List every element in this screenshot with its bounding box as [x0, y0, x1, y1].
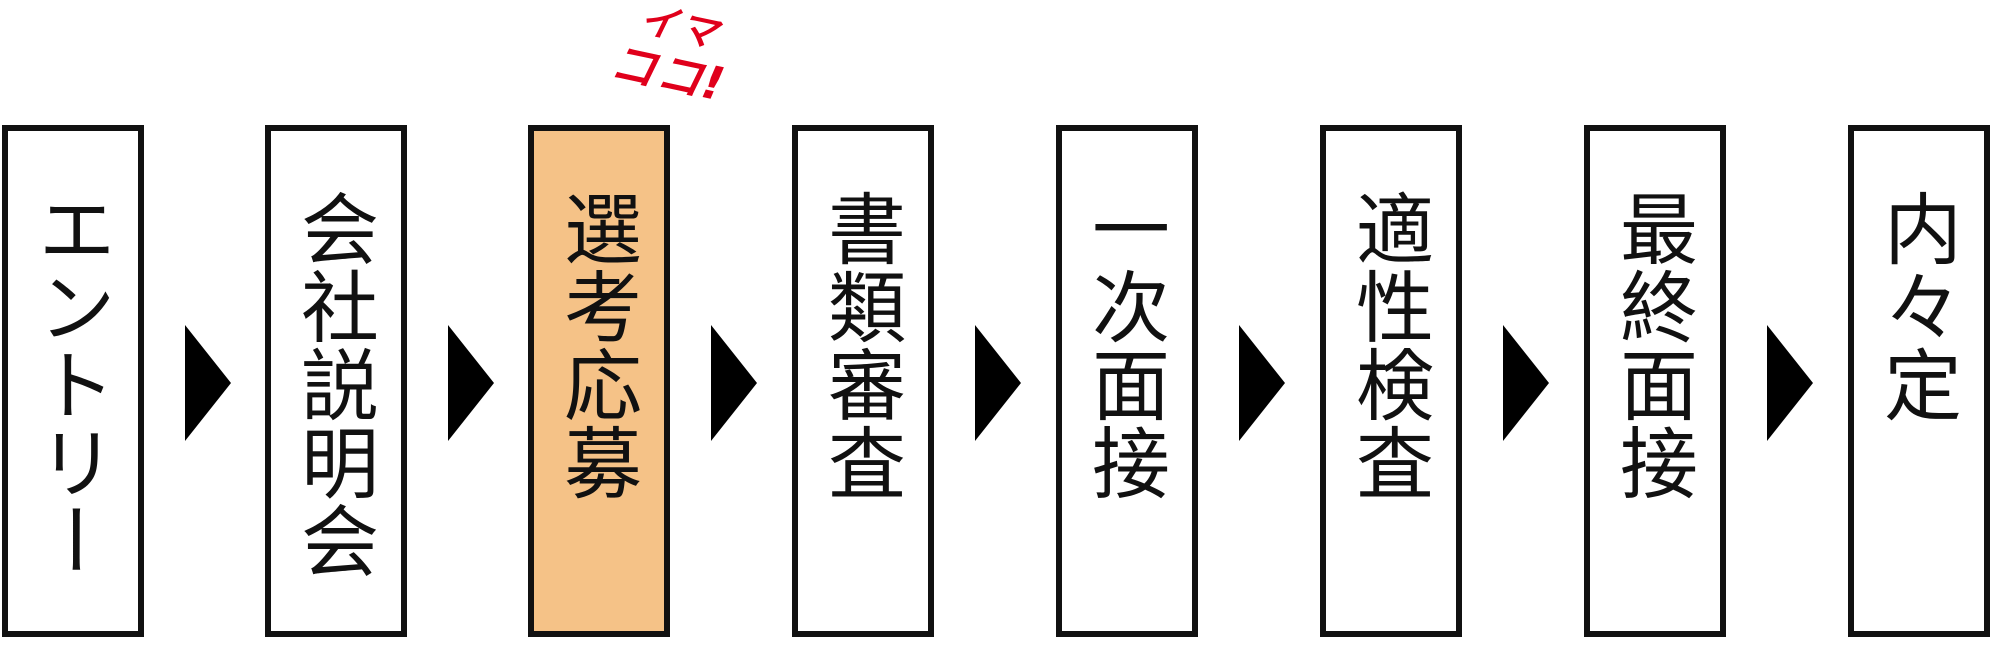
chevron-right-icon: [1767, 325, 1813, 441]
step-label: 会社説明会: [288, 189, 378, 579]
step-label: エントリー: [25, 189, 115, 579]
step-application: 選考応募: [528, 125, 670, 637]
step-label: 内々定: [1871, 189, 1961, 423]
step-final-interview: 最終面接: [1584, 125, 1726, 637]
chevron-right-icon: [975, 325, 1021, 441]
chevron-right-icon: [448, 325, 494, 441]
step-label: 適性検査: [1343, 189, 1433, 501]
chevron-right-icon: [1239, 325, 1285, 441]
step-company-briefing: 会社説明会: [265, 125, 407, 637]
step-first-interview: 一次面接: [1056, 125, 1198, 637]
chevron-right-icon: [1503, 325, 1549, 441]
step-label: 一次面接: [1079, 189, 1169, 501]
step-label: 最終面接: [1607, 189, 1697, 501]
step-entry: エントリー: [2, 125, 144, 637]
current-step-marker: イマ ココ!: [602, 0, 752, 130]
step-aptitude-test: 適性検査: [1320, 125, 1462, 637]
chevron-right-icon: [185, 325, 231, 441]
step-label: 書類審査: [815, 189, 905, 501]
step-informal-offer: 内々定: [1848, 125, 1990, 637]
step-label: 選考応募: [551, 189, 641, 501]
step-document-screening: 書類審査: [792, 125, 934, 637]
chevron-right-icon: [711, 325, 757, 441]
